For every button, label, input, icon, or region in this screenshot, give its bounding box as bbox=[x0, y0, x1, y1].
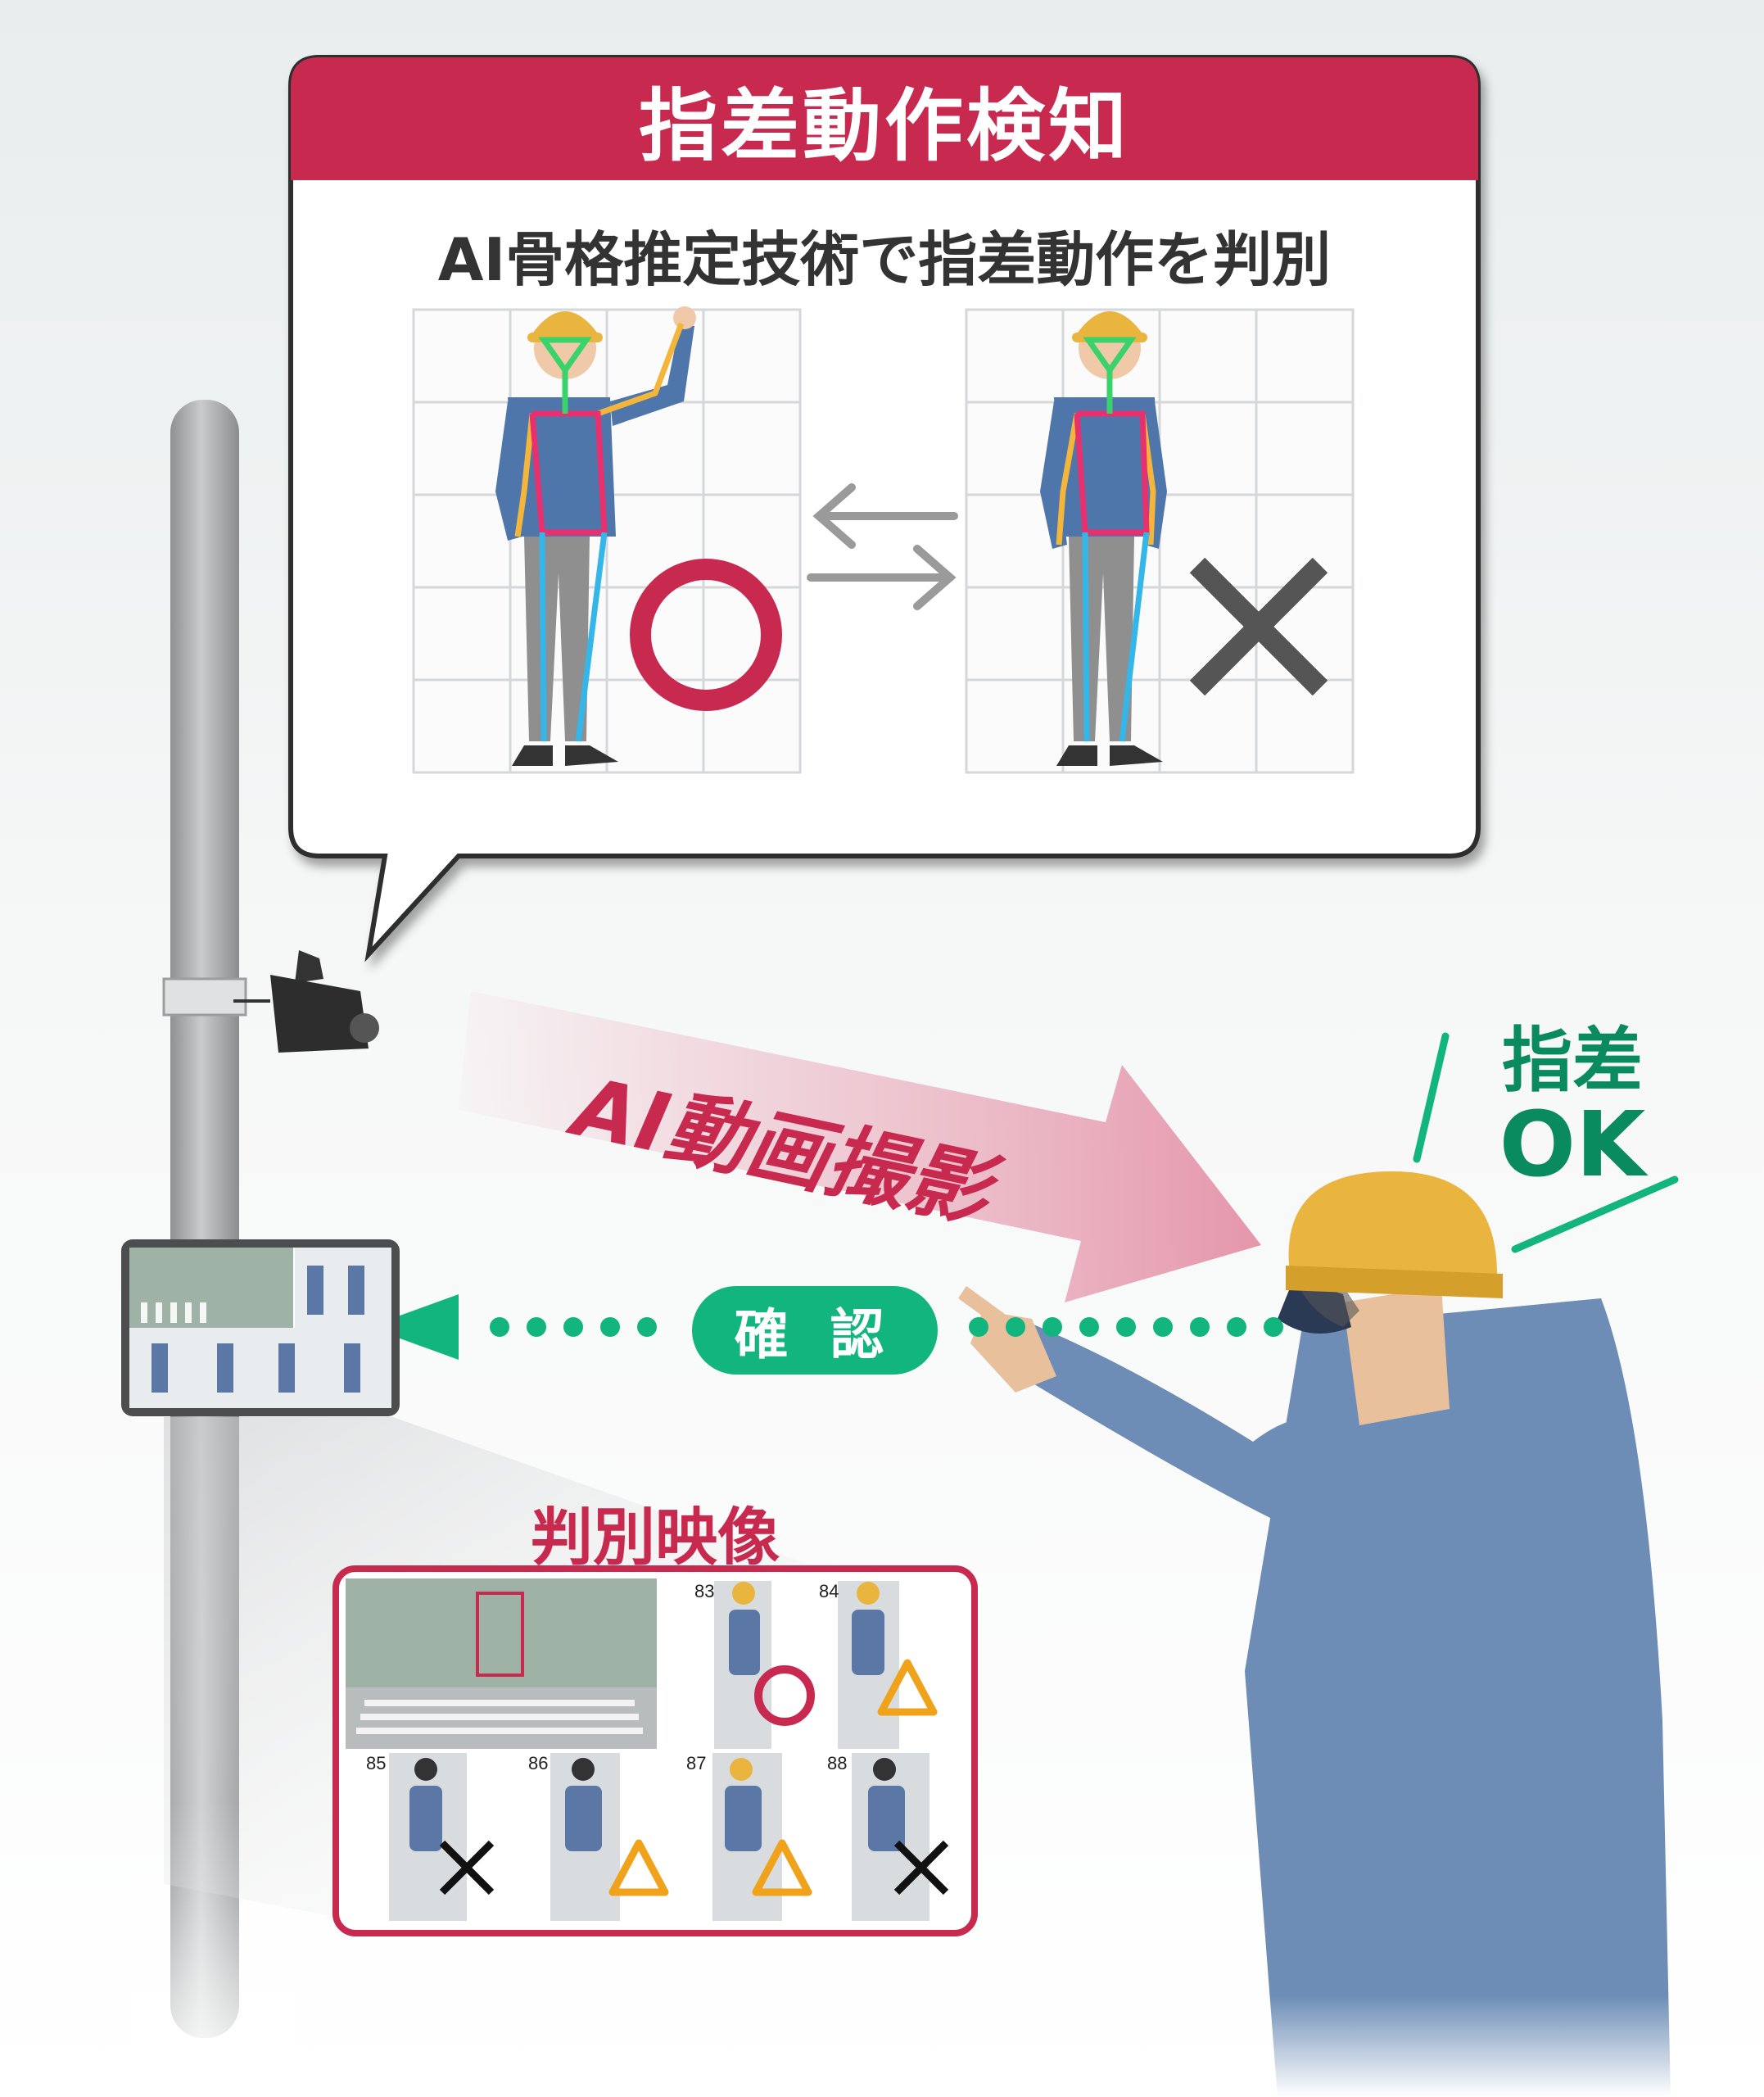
worker-figure bbox=[958, 1171, 1764, 2097]
result-mark-88 bbox=[893, 1840, 949, 1895]
confirm-pill: 確 認 bbox=[692, 1286, 938, 1375]
cell-number-87: 87 bbox=[686, 1753, 707, 1773]
callout-title: 指差動作検知 bbox=[639, 79, 1130, 172]
result-mark-83 bbox=[754, 1665, 815, 1726]
worker-status-line2: OK bbox=[1499, 1092, 1646, 1198]
good-circle-mark bbox=[630, 559, 782, 711]
cell-number-86: 86 bbox=[528, 1753, 549, 1773]
ok-emphasis-lines bbox=[1413, 1032, 1679, 1253]
confirm-dotted-line bbox=[369, 1294, 1283, 1360]
result-mark-84 bbox=[877, 1659, 938, 1716]
pole-monitor bbox=[121, 1239, 400, 1416]
standing-person-figure bbox=[1040, 311, 1167, 766]
cell-number-88: 88 bbox=[827, 1753, 848, 1773]
capture-arrow bbox=[459, 991, 1261, 1302]
cell-number-85: 85 bbox=[366, 1753, 387, 1773]
grid-panel-left bbox=[412, 308, 802, 774]
cell-number-84: 84 bbox=[819, 1581, 839, 1601]
result-mark-86 bbox=[608, 1839, 669, 1896]
pointing-person-figure bbox=[495, 306, 696, 766]
camera-icon bbox=[233, 950, 379, 1053]
worker-status: 指差 OK bbox=[1458, 1024, 1687, 1193]
exchange-arrows-icon bbox=[807, 483, 958, 610]
cell-number-83: 83 bbox=[694, 1581, 715, 1601]
bad-cross-mark bbox=[1189, 557, 1328, 696]
result-mark-85 bbox=[439, 1840, 495, 1895]
worker-status-line1: 指差 bbox=[1502, 1020, 1643, 1102]
result-mark-87 bbox=[752, 1839, 812, 1896]
callout-subtitle: AI骨格推定技術で指差動作を判別 bbox=[437, 224, 1332, 294]
results-title: 判別映像 bbox=[531, 1501, 780, 1574]
